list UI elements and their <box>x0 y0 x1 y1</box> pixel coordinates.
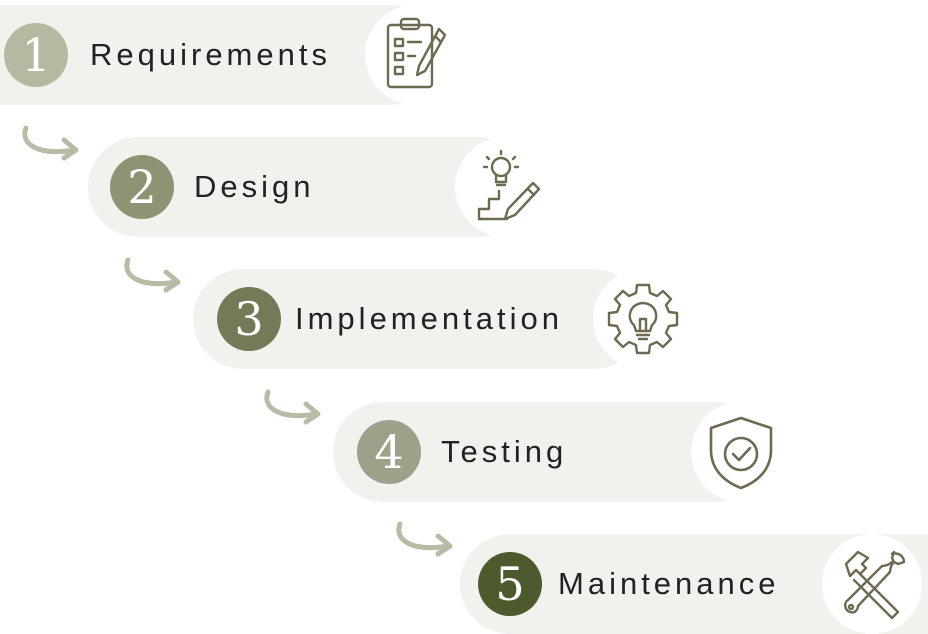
gear-bulb-icon <box>593 269 693 369</box>
step-number-badge: 3 <box>217 287 281 351</box>
step-number-badge: 2 <box>110 155 174 219</box>
step-design: 2 Design <box>88 137 558 237</box>
step-label: Implementation <box>295 301 563 336</box>
clipboard-checklist-icon <box>365 5 465 105</box>
step-label: Requirements <box>90 37 331 72</box>
step-label: Maintenance <box>558 566 780 601</box>
step-implementation: 3 Implementation <box>193 269 693 369</box>
step-label: Design <box>194 169 315 204</box>
step-testing: 4 Testing <box>333 402 793 502</box>
step-number-badge: 4 <box>357 420 421 484</box>
curved-arrow-icon <box>264 389 321 425</box>
curved-arrow-icon <box>396 521 453 557</box>
lightbulb-pencil-icon <box>455 137 555 237</box>
curved-arrow-icon <box>22 125 79 161</box>
shield-check-icon <box>691 402 791 502</box>
hammer-wrench-icon <box>822 534 922 634</box>
step-number-badge: 5 <box>478 552 542 616</box>
step-requirements: 1 Requirements <box>0 5 470 105</box>
step-number-badge: 1 <box>4 23 68 87</box>
step-label: Testing <box>441 434 568 469</box>
curved-arrow-icon <box>124 257 181 293</box>
step-maintenance: 5 Maintenance <box>460 534 928 634</box>
